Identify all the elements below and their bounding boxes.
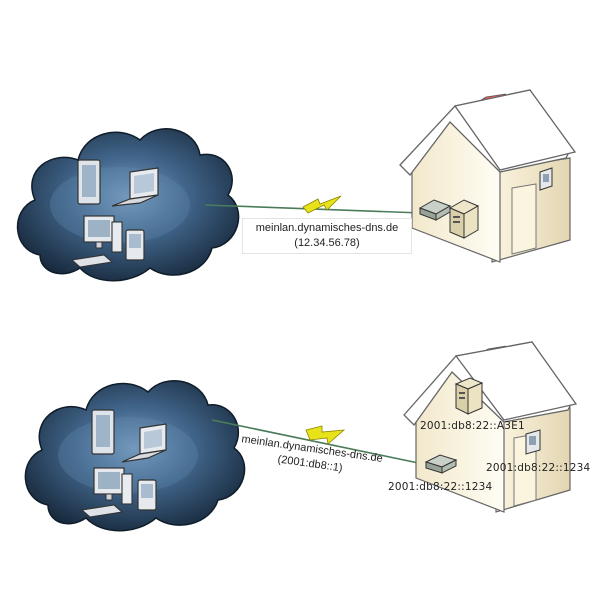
phone-address-label: 2001:db8:22::1234	[486, 462, 591, 474]
top-hostname: meinlan.dynamisches-dns.de	[255, 222, 399, 234]
laptop-icon	[121, 423, 167, 463]
server-address-label: 2001:db8:22::A3E1	[420, 420, 525, 432]
desktop-pc-icon	[70, 215, 123, 268]
bottom-scene	[24, 341, 578, 532]
top-connection-label: meinlan.dynamisches-dns.de (12.34.56.78)	[242, 218, 412, 254]
lightning-icon	[305, 425, 346, 445]
laptop-icon	[111, 167, 159, 207]
lightning-icon	[302, 195, 342, 214]
server-icon	[454, 377, 484, 415]
tablet-icon	[91, 409, 115, 455]
desktop-pc-icon	[80, 467, 133, 518]
router-address-label: 2001:db8:22::1234	[388, 481, 493, 493]
telephone-icon	[525, 429, 541, 455]
link-line	[211, 419, 429, 466]
top-scene	[16, 89, 577, 282]
top-ip-address: (12.34.56.78)	[294, 237, 360, 249]
house-icon	[403, 341, 578, 513]
telephone-icon	[539, 167, 553, 191]
tablet-icon	[77, 159, 101, 205]
pda-icon	[137, 479, 157, 511]
pda-icon	[125, 229, 145, 261]
server-icon	[448, 199, 480, 239]
router-icon	[424, 454, 458, 474]
